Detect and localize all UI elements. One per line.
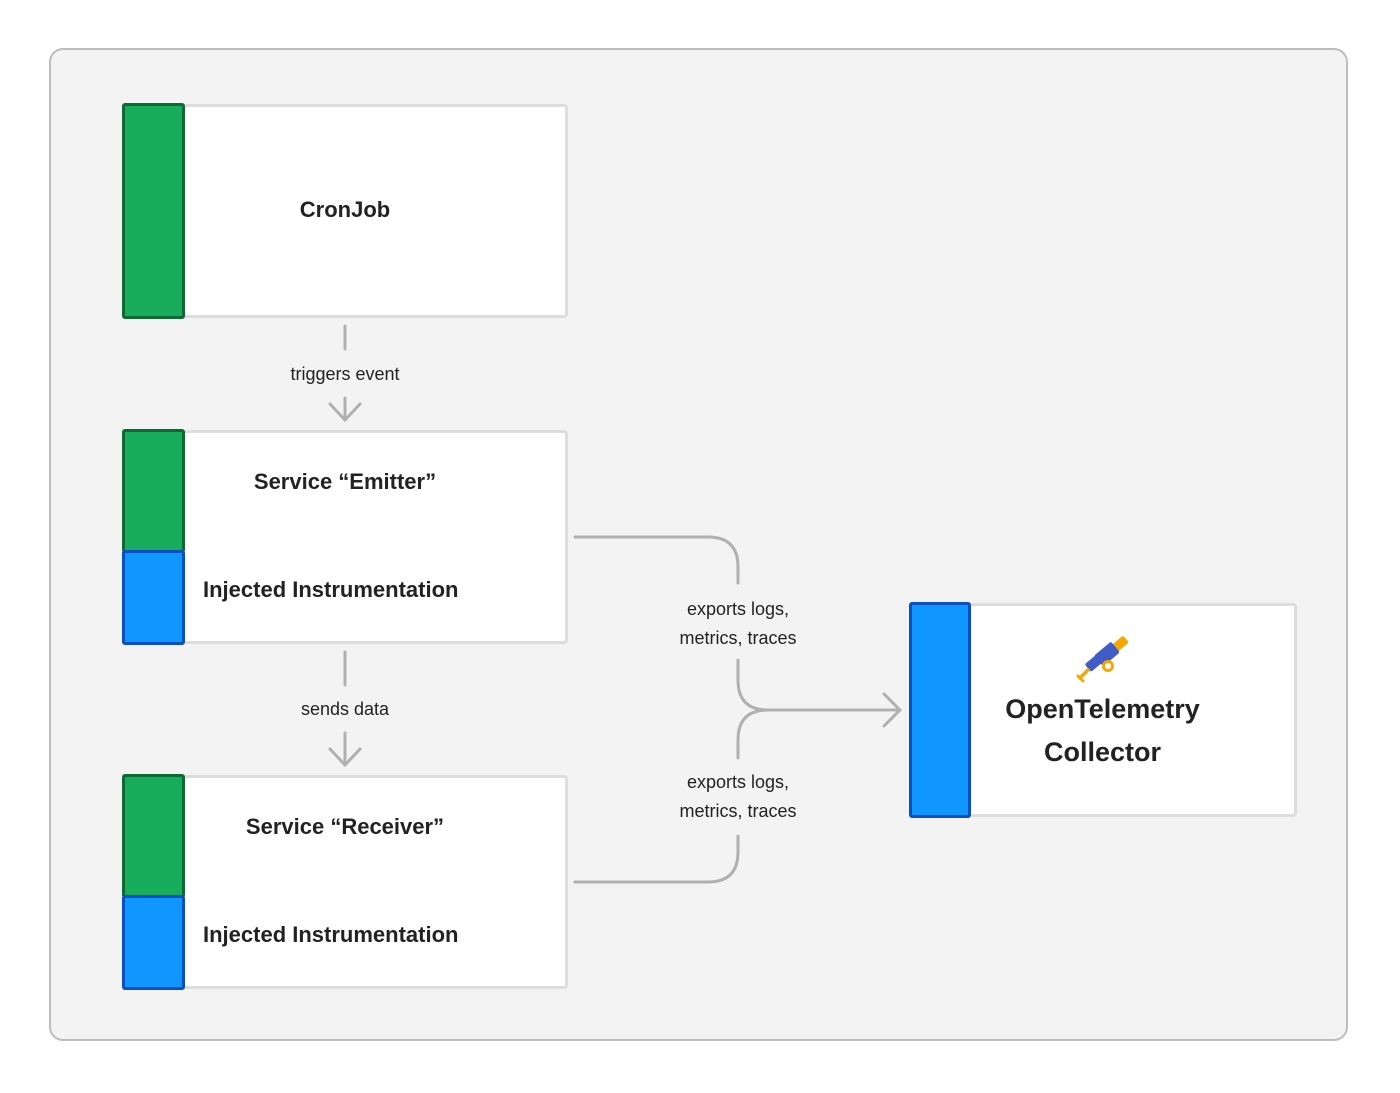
edge-label-emitter-export-line1: exports logs, (686, 599, 790, 619)
receiver-service-bar (122, 774, 185, 898)
edge-emitter-collector-path (573, 535, 740, 585)
emitter-instrumentation-label: Injected Instrumentation (203, 577, 459, 602)
emitter-title: Service “Emitter” (253, 469, 437, 494)
receiver-node (125, 775, 568, 989)
cronjob-node (125, 104, 568, 318)
telescope-icon (1076, 636, 1129, 683)
edge-label-sends-data: sends data (300, 699, 390, 719)
edge-label-receiver-export: exports logs, metrics, traces (638, 768, 838, 826)
edge-label-triggers-event: triggers event (290, 364, 400, 384)
edge-cron-emitter-arrowhead (328, 402, 362, 422)
edge-label-emitter-export-line2: metrics, traces (679, 628, 797, 648)
edge-label-emitter-export: exports logs, metrics, traces (638, 595, 838, 653)
edge-label-receiver-export-line2: metrics, traces (679, 801, 797, 821)
edge-merged-arrowhead (882, 692, 902, 728)
receiver-instrumentation-label: Injected Instrumentation (203, 922, 459, 947)
edge-label-receiver-export-line1: exports logs, (686, 772, 790, 792)
receiver-instrumentation-bar (122, 895, 185, 990)
emitter-node (125, 430, 568, 644)
collector-title-line2: Collector (1043, 737, 1162, 767)
emitter-instrumentation-bar (122, 550, 185, 645)
emitter-service-bar (122, 429, 185, 553)
collector-bar (909, 602, 971, 818)
cronjob-title: CronJob (299, 197, 391, 222)
collector-title-line1: OpenTelemetry (1005, 694, 1200, 724)
edge-emitter-receiver-arrowhead (328, 747, 362, 767)
edge-receiver-collector-path (573, 834, 740, 884)
receiver-title: Service “Receiver” (245, 814, 445, 839)
edge-merge-upper (736, 658, 770, 712)
edge-merge-lower (736, 708, 770, 760)
collector-title: OpenTelemetry Collector (971, 688, 1234, 774)
cronjob-service-bar (122, 103, 185, 319)
collector-node (913, 603, 1297, 817)
